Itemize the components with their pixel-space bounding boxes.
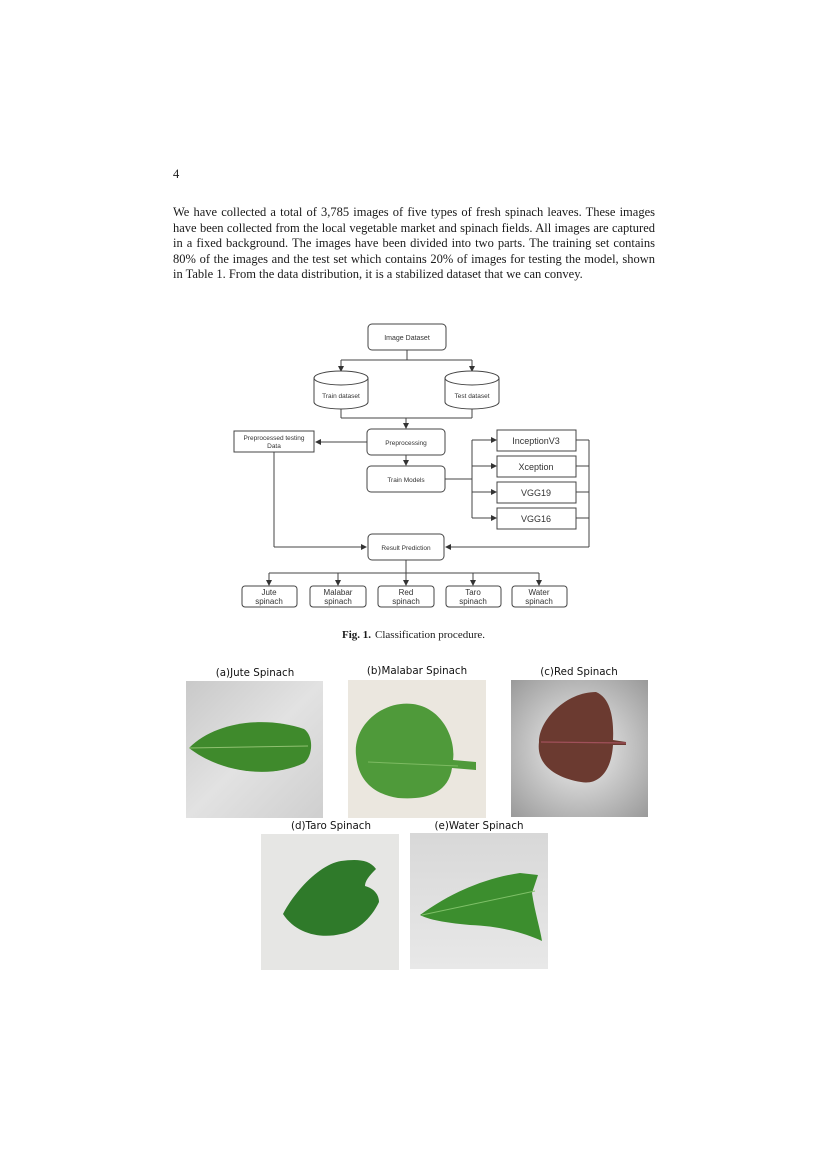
label-class-jute-1: Jute [261,588,277,597]
label-class-taro-2: spinach [459,597,487,606]
label-preprocessed-testing-2: Data [267,443,281,450]
sample-label-red: (c)Red Spinach [540,666,618,678]
label-class-red-2: spinach [392,597,420,606]
sample-image-taro [261,834,399,970]
sample-image-jute [186,681,323,818]
sample-image-water [410,833,548,969]
label-train-dataset: Train dataset [322,393,360,400]
label-model-vgg19: VGG19 [521,488,551,498]
node-class-water [511,585,568,608]
label-class-jute-2: spinach [255,597,283,606]
classification-flow-diagram: Image Dataset Train dataset Test dataset… [233,323,590,608]
sample-label-taro: (d)Taro Spinach [290,820,371,832]
sample-label-malabar: (b)Malabar Spinach [366,665,468,677]
label-class-water-1: Water [528,588,549,597]
page-number: 4 [173,167,180,181]
label-test-dataset: Test dataset [454,393,489,400]
label-model-inceptionv3: InceptionV3 [512,436,560,446]
sample-label-water: (e)Water Spinach [434,820,524,832]
sample-label-jute: (a)Jute Spinach [215,667,295,679]
node-class-malabar [309,585,367,608]
label-train-models: Train Models [387,477,425,484]
label-class-red-1: Red [399,588,414,597]
sample-image-malabar [348,680,486,818]
label-class-water-2: spinach [525,597,553,606]
node-test-dataset [444,370,500,410]
label-preprocessed-testing-1: Preprocessed testing [243,435,304,442]
label-class-malabar-2: spinach [324,597,352,606]
body-paragraph: We have collected a total of 3,785 image… [173,205,655,282]
node-class-taro [445,585,502,608]
label-result-prediction: Result Prediction [381,545,431,552]
node-class-red [377,585,435,608]
label-model-xception: Xception [518,462,553,472]
figure-caption: Fig. 1.Classification procedure. [0,629,827,641]
caption-label: Fig. 1. [342,629,372,641]
label-image-dataset: Image Dataset [384,335,430,342]
caption-text: Classification procedure. [375,629,485,641]
label-class-malabar-1: Malabar [324,588,353,597]
sample-image-red [511,680,648,817]
label-model-vgg16: VGG16 [521,514,551,524]
label-class-taro-1: Taro [465,588,481,597]
node-train-dataset [313,370,369,410]
label-preprocessing: Preprocessing [385,440,427,447]
node-class-jute [241,585,298,608]
